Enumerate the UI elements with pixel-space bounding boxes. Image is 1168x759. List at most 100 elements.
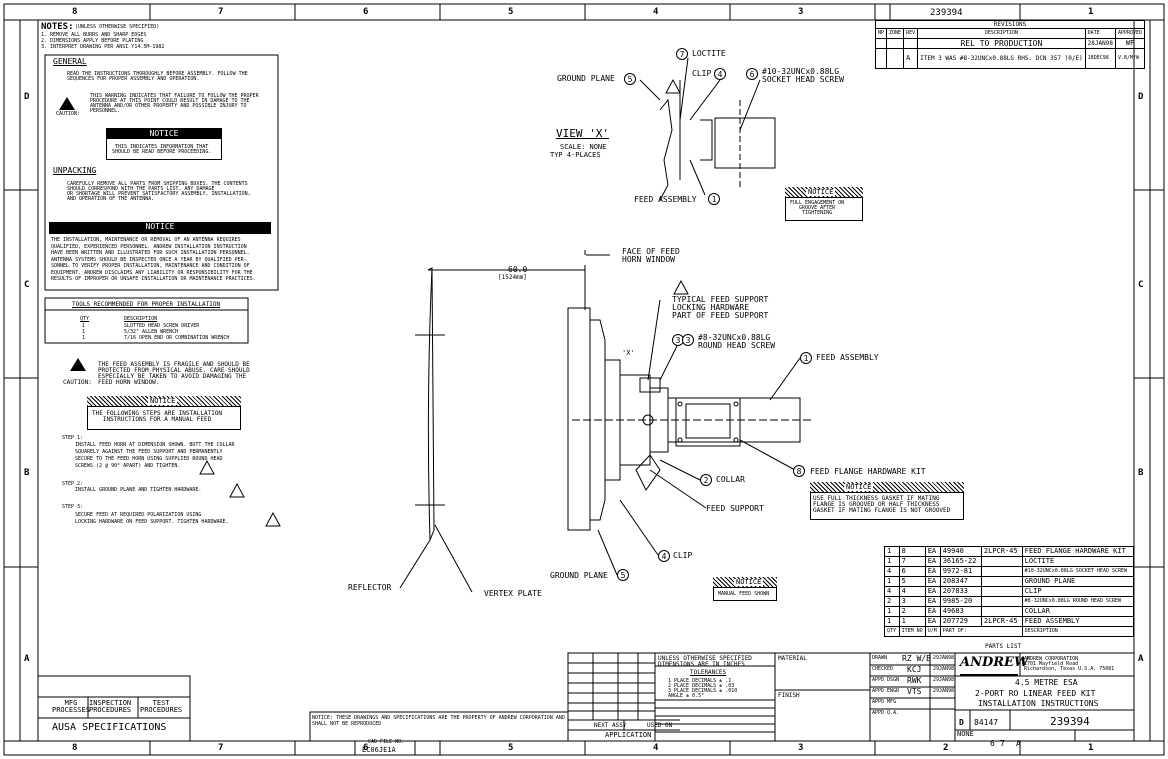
parts-cell-item: 6 [898,566,926,577]
step-2-text: INSTALL GROUND PLANE AND TIGHTEN HARDWAR… [75,487,202,493]
parts-cell-qty: 4 [884,566,900,577]
tools-row-qty: 1 [82,335,86,341]
title-line-2: 2-PORT RO LINEAR FEED KIT [975,689,1096,698]
rev-row-approved: V.B/M/W [1114,48,1146,69]
balloon-4-main: 4 [658,550,670,562]
zone-col-1: 1 [1088,7,1094,17]
tools-row-desc: 7/16 OPEN END OR COMBINATION WRENCH [124,335,230,341]
parts-cell-part-of [980,596,1023,607]
rev-header-zone: ZONE [886,28,905,39]
parts-cell-qty: 1 [884,606,900,617]
parts-cell-desc: FEED FLANGE HARDWARE KIT [1021,546,1135,557]
rev-row-approved: WF [1114,38,1146,49]
step-1-text: INSTALL FEED HORN AT DIMENSION SHOWN. BU… [75,442,235,469]
sign-date: 29JAN98 [933,677,955,683]
parts-cell-item: 8 [898,546,926,557]
parts-cell-item: 4 [898,586,926,597]
flange-hardware-label: FEED FLANGE HARDWARE KIT [810,467,926,476]
rev-header-desc: DESCRIPTION [917,28,1086,39]
zone-col-1-bottom: 1 [1088,743,1094,753]
view-x-typ: TYP 4-PLACES [550,151,601,159]
view-x-notice-box [785,197,863,221]
finish-label: FINISH [778,692,800,699]
parts-cell-part-of [980,586,1023,597]
view-x-feed-assembly: FEED ASSEMBLY [634,195,697,204]
parts-footer-cell: ITEM NO [898,626,926,637]
tolerances-text: 1 PLACE DECIMALS ± .1 2 PLACE DECIMALS ±… [668,678,738,699]
revisions-table: REVISIONS NP ZONE REV DESCRIPTION DATE A… [874,20,1146,69]
zone-row-a: A [24,654,30,664]
manual-notice-header: NOTICE [734,578,764,586]
tools-row-qty: 1 [82,323,86,329]
step-1-label: STEP 1: [62,435,84,441]
collar-label: COLLAR [716,475,745,484]
zone-col-6: 6 [363,7,369,17]
zone-col-3-bottom: 3 [798,743,804,753]
tolerances-title: TOLERANCES [690,669,727,676]
next-assy-label: NEXT ASSY [594,722,627,729]
parts-cell-pn: 207729 [939,616,982,627]
view-x-clip: CLIP [692,69,712,78]
caution-text: THIS WARNING INDICATES THAT FAILURE TO F… [90,93,259,114]
balloon-2: 2 [700,474,712,486]
ground-plane-label: GROUND PLANE [550,571,608,580]
scale-value: NONE [957,730,974,738]
parts-cell-qty: 2 [884,596,900,607]
general-notice-header: NOTICE [107,129,221,139]
rev-header-date: DATE [1084,28,1116,39]
step-3-text: SECURE FEED AT REQUIRED POLARIZATION USI… [75,512,229,525]
vertex-plate-label: VERTEX PLATE [484,589,542,598]
view-x-scale: SCALE: NONE [560,143,607,151]
inspection-procedures: INSPECTION PROCEDURES [89,699,132,714]
balloon-4: 4 [714,68,726,80]
parts-cell-qty: 1 [884,576,900,587]
zone-col-7-bottom: 7 [218,743,224,753]
parts-cell-item: 5 [898,576,926,587]
parts-cell-part-of: 2LPCR-45 [980,546,1023,557]
parts-cell-part-of: 2LPCR-45 [980,616,1023,627]
zone-col-4: 4 [653,7,659,17]
round-head-screw-label: #8-32UNCx0.88LG ROUND HEAD SCREW [698,333,776,350]
unpacking-title: UNPACKING [53,166,97,175]
cad-file-label: CAD FILE NO. [368,739,405,745]
parts-cell-qty: 1 [884,546,900,557]
mfg-processes: MFG PROCESSES [52,699,90,714]
material-label: MATERIAL [778,655,807,662]
parts-cell-part-of [980,566,1023,577]
company-address: ANDREW CORPORATION 2701 Mayfield Road Ri… [1024,656,1115,672]
cage-code: 84147 [974,718,999,727]
dimension-mm: [1524mm] [498,274,527,281]
parts-cell-pn: 9972-81 [939,566,982,577]
tools-row-desc: SLOTTED HEAD SCREW DRIVER [124,323,200,329]
balloon-5: 5 [624,73,636,85]
zone-col-5-bottom: 5 [508,743,514,753]
view-x-ground-plane: GROUND PLANE [557,74,615,83]
zone-col-4-bottom: 4 [653,743,659,753]
view-x-loctite: LOCTITE [692,49,726,58]
manual-notice-text: MANUAL FEED SHOWN [718,591,770,597]
sign-role: APPD ENGR [872,688,900,694]
parts-cell-um: EA [924,576,941,587]
caution2-text: THE FEED ASSEMBLY IS FRAGILE AND SHOULD … [98,361,250,386]
sign-role: DRAWN [872,655,888,661]
general-title: GENERAL [53,57,87,66]
sheet-size: D [959,718,964,727]
parts-cell-desc: CLIP [1021,586,1135,597]
sign-role: APPD Q.A. [872,710,900,716]
zone-row-b-right: B [1138,468,1144,478]
notes-line-2: 2. DIMENSIONS APPLY BEFORE PLATING [41,38,144,44]
sign-name: RZ W/B [902,654,931,663]
notice-big-text: THE INSTALLATION, MAINTENANCE OR REMOVAL… [51,237,256,282]
notes-title: NOTES: [41,22,74,32]
parts-cell-pn: 9985-20 [939,596,982,607]
tools-title: TOOLS RECOMMENDED FOR PROPER INSTALLATIO… [72,301,221,308]
revision-letter: A [1016,739,1021,748]
view-x-notice-text: FULL ENGAGEMENT ON GROOVE AFTER TIGHTENI… [790,200,845,216]
